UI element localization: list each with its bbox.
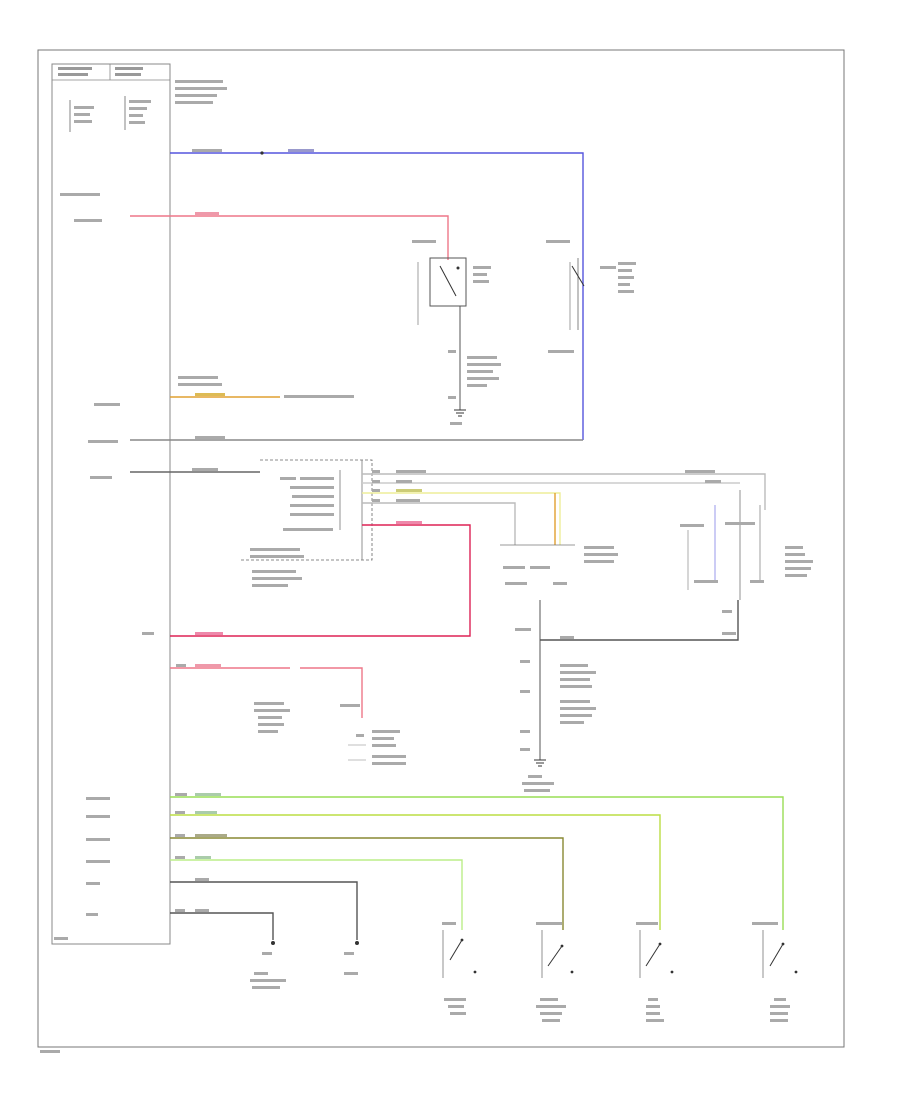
wire-label-pink <box>195 212 219 215</box>
wire-blue <box>170 152 584 440</box>
connector-icon <box>500 544 618 585</box>
center-labels <box>515 628 596 792</box>
connector-icon <box>260 151 264 155</box>
wire-green-1 <box>170 796 784 930</box>
switch-icon <box>536 922 574 1022</box>
side-label-1 <box>60 193 100 196</box>
wire-label-bundle <box>192 468 218 471</box>
junction-pin-labels <box>250 477 334 587</box>
side-label-6 <box>176 664 186 667</box>
ground-icon <box>344 941 359 975</box>
diagram-id-label <box>40 1050 60 1053</box>
fuse-group <box>69 96 151 132</box>
relay-right <box>546 240 636 353</box>
switch-icon <box>442 922 477 1015</box>
wire-light-yellow <box>362 492 561 545</box>
diag-connector-label <box>178 376 218 379</box>
wire-label-dest <box>284 395 354 398</box>
wire-light-gray-1 <box>362 473 766 510</box>
sensor-icon <box>254 702 406 765</box>
wire-black-gnd-2 <box>170 912 274 940</box>
wire-label-blue-2 <box>288 149 314 152</box>
ground-icon <box>454 409 466 417</box>
ground-icon <box>250 941 286 989</box>
switch-icon <box>636 922 674 1022</box>
top-component-label <box>175 80 227 104</box>
header-label-right <box>115 67 143 70</box>
wire-green-3 <box>170 859 463 930</box>
side-label-4 <box>88 440 118 443</box>
wire-gray-3 <box>362 502 516 545</box>
ground-icon <box>534 759 546 767</box>
relay-left <box>412 240 491 325</box>
wire-red <box>170 524 471 637</box>
wire-center-to-right <box>540 600 739 641</box>
wire-pink-lower-2 <box>300 667 363 718</box>
bundle-wire-labels <box>142 470 721 635</box>
switch-icon <box>680 490 813 635</box>
wire-label-pink-lower <box>195 664 221 667</box>
switch-icon <box>752 922 798 1022</box>
header-label-left-2 <box>58 73 88 76</box>
side-label-5 <box>90 476 112 479</box>
control-unit-block <box>51 63 171 945</box>
diag-connector-label-2 <box>178 383 222 386</box>
wire-black-gnd-1 <box>170 881 358 940</box>
diagram-frame <box>37 49 845 1048</box>
header-label-left <box>58 67 92 70</box>
wire-green-2 <box>170 814 661 930</box>
wire-label-blue-1 <box>192 149 222 152</box>
side-label-3 <box>94 403 120 406</box>
junction-dash-box <box>240 459 373 561</box>
wire-label-orange <box>195 393 225 396</box>
wire-dark-olive <box>170 837 564 930</box>
side-label-2 <box>74 219 102 222</box>
wire-pink <box>130 215 449 260</box>
header-label-right-2 <box>115 73 141 76</box>
bottom-wire-labels <box>54 793 227 940</box>
relay-left-connector-label <box>448 350 501 425</box>
wire-label-gray <box>195 436 225 439</box>
